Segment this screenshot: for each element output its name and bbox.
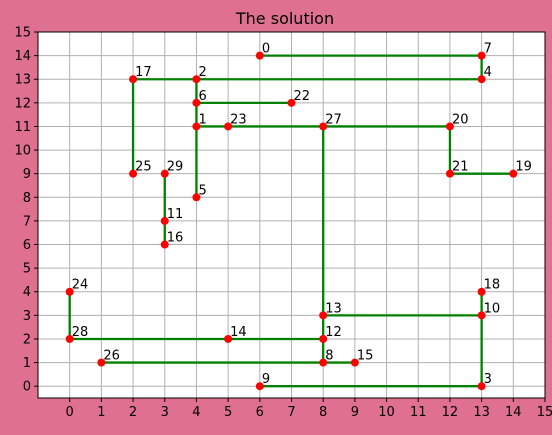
x-tick-label-3: 3 bbox=[161, 405, 169, 420]
point-19 bbox=[509, 169, 518, 178]
point-label-14: 14 bbox=[230, 325, 247, 340]
y-tick-label-15: 15 bbox=[14, 26, 31, 41]
point-label-4: 4 bbox=[484, 65, 492, 80]
point-1 bbox=[192, 122, 201, 131]
point-label-8: 8 bbox=[325, 349, 333, 364]
point-label-21: 21 bbox=[452, 160, 469, 175]
point-label-0: 0 bbox=[262, 42, 270, 57]
x-tick-label-10: 10 bbox=[378, 405, 395, 420]
point-label-11: 11 bbox=[167, 207, 184, 222]
chart-title: The solution bbox=[235, 9, 334, 28]
point-label-12: 12 bbox=[325, 325, 342, 340]
point-4 bbox=[477, 75, 486, 84]
y-tick-label-7: 7 bbox=[23, 214, 31, 229]
x-tick-label-6: 6 bbox=[256, 405, 264, 420]
point-label-9: 9 bbox=[262, 372, 270, 387]
point-7 bbox=[477, 51, 486, 60]
point-13 bbox=[319, 311, 328, 320]
x-tick-label-7: 7 bbox=[287, 405, 295, 420]
y-tick-label-3: 3 bbox=[23, 309, 31, 324]
x-tick-label-12: 12 bbox=[442, 405, 459, 420]
point-26 bbox=[97, 358, 106, 367]
y-tick-label-4: 4 bbox=[23, 285, 31, 300]
y-tick-label-1: 1 bbox=[23, 356, 31, 371]
x-tick-label-5: 5 bbox=[224, 405, 232, 420]
point-14 bbox=[224, 334, 233, 343]
x-tick-label-8: 8 bbox=[319, 405, 327, 420]
point-9 bbox=[255, 382, 264, 391]
point-21 bbox=[445, 169, 454, 178]
point-28 bbox=[65, 334, 74, 343]
point-label-22: 22 bbox=[294, 89, 311, 104]
x-tick-label-14: 14 bbox=[505, 405, 522, 420]
point-24 bbox=[65, 287, 74, 296]
y-tick-label-6: 6 bbox=[23, 238, 31, 253]
point-label-28: 28 bbox=[72, 325, 89, 340]
point-label-25: 25 bbox=[135, 160, 152, 175]
point-label-23: 23 bbox=[230, 112, 247, 127]
x-tick-label-11: 11 bbox=[410, 405, 427, 420]
point-27 bbox=[319, 122, 328, 131]
point-label-19: 19 bbox=[515, 160, 532, 175]
y-tick-label-8: 8 bbox=[23, 191, 31, 206]
point-label-6: 6 bbox=[198, 89, 206, 104]
point-6 bbox=[192, 98, 201, 107]
point-label-20: 20 bbox=[452, 112, 469, 127]
point-20 bbox=[445, 122, 454, 131]
point-17 bbox=[129, 75, 138, 84]
y-tick-label-2: 2 bbox=[23, 332, 31, 347]
y-tick-label-11: 11 bbox=[14, 120, 31, 135]
point-12 bbox=[319, 334, 328, 343]
x-tick-label-1: 1 bbox=[97, 405, 105, 420]
y-tick-label-5: 5 bbox=[23, 262, 31, 277]
y-tick-label-12: 12 bbox=[14, 96, 31, 111]
point-label-1: 1 bbox=[198, 112, 206, 127]
point-label-27: 27 bbox=[325, 112, 342, 127]
x-tick-label-2: 2 bbox=[129, 405, 137, 420]
point-18 bbox=[477, 287, 486, 296]
x-tick-label-9: 9 bbox=[351, 405, 359, 420]
y-tick-label-0: 0 bbox=[23, 380, 31, 395]
y-tick-label-13: 13 bbox=[14, 73, 31, 88]
point-label-7: 7 bbox=[484, 42, 492, 57]
x-tick-label-4: 4 bbox=[192, 405, 200, 420]
point-2 bbox=[192, 75, 201, 84]
point-label-15: 15 bbox=[357, 349, 374, 364]
plot-area: 0123456789101112131415161718192021222324… bbox=[14, 26, 552, 421]
y-tick-label-9: 9 bbox=[23, 167, 31, 182]
point-label-26: 26 bbox=[103, 349, 120, 364]
point-8 bbox=[319, 358, 328, 367]
point-label-29: 29 bbox=[167, 160, 184, 175]
point-label-10: 10 bbox=[484, 301, 501, 316]
y-tick-label-10: 10 bbox=[14, 144, 31, 159]
point-label-2: 2 bbox=[198, 65, 206, 80]
point-22 bbox=[287, 98, 296, 107]
point-3 bbox=[477, 382, 486, 391]
y-tick-label-14: 14 bbox=[14, 49, 31, 64]
point-label-24: 24 bbox=[72, 278, 89, 293]
point-25 bbox=[129, 169, 138, 178]
x-tick-label-15: 15 bbox=[537, 405, 552, 420]
point-label-5: 5 bbox=[198, 183, 206, 198]
point-15 bbox=[350, 358, 359, 367]
point-label-17: 17 bbox=[135, 65, 152, 80]
point-label-16: 16 bbox=[167, 231, 184, 246]
point-5 bbox=[192, 193, 201, 202]
point-label-13: 13 bbox=[325, 301, 342, 316]
x-tick-label-0: 0 bbox=[66, 405, 74, 420]
point-29 bbox=[160, 169, 169, 178]
point-0 bbox=[255, 51, 264, 60]
point-label-3: 3 bbox=[484, 372, 492, 387]
point-label-18: 18 bbox=[484, 278, 501, 293]
point-11 bbox=[160, 216, 169, 225]
x-tick-label-13: 13 bbox=[473, 405, 490, 420]
point-16 bbox=[160, 240, 169, 249]
point-10 bbox=[477, 311, 486, 320]
point-23 bbox=[224, 122, 233, 131]
